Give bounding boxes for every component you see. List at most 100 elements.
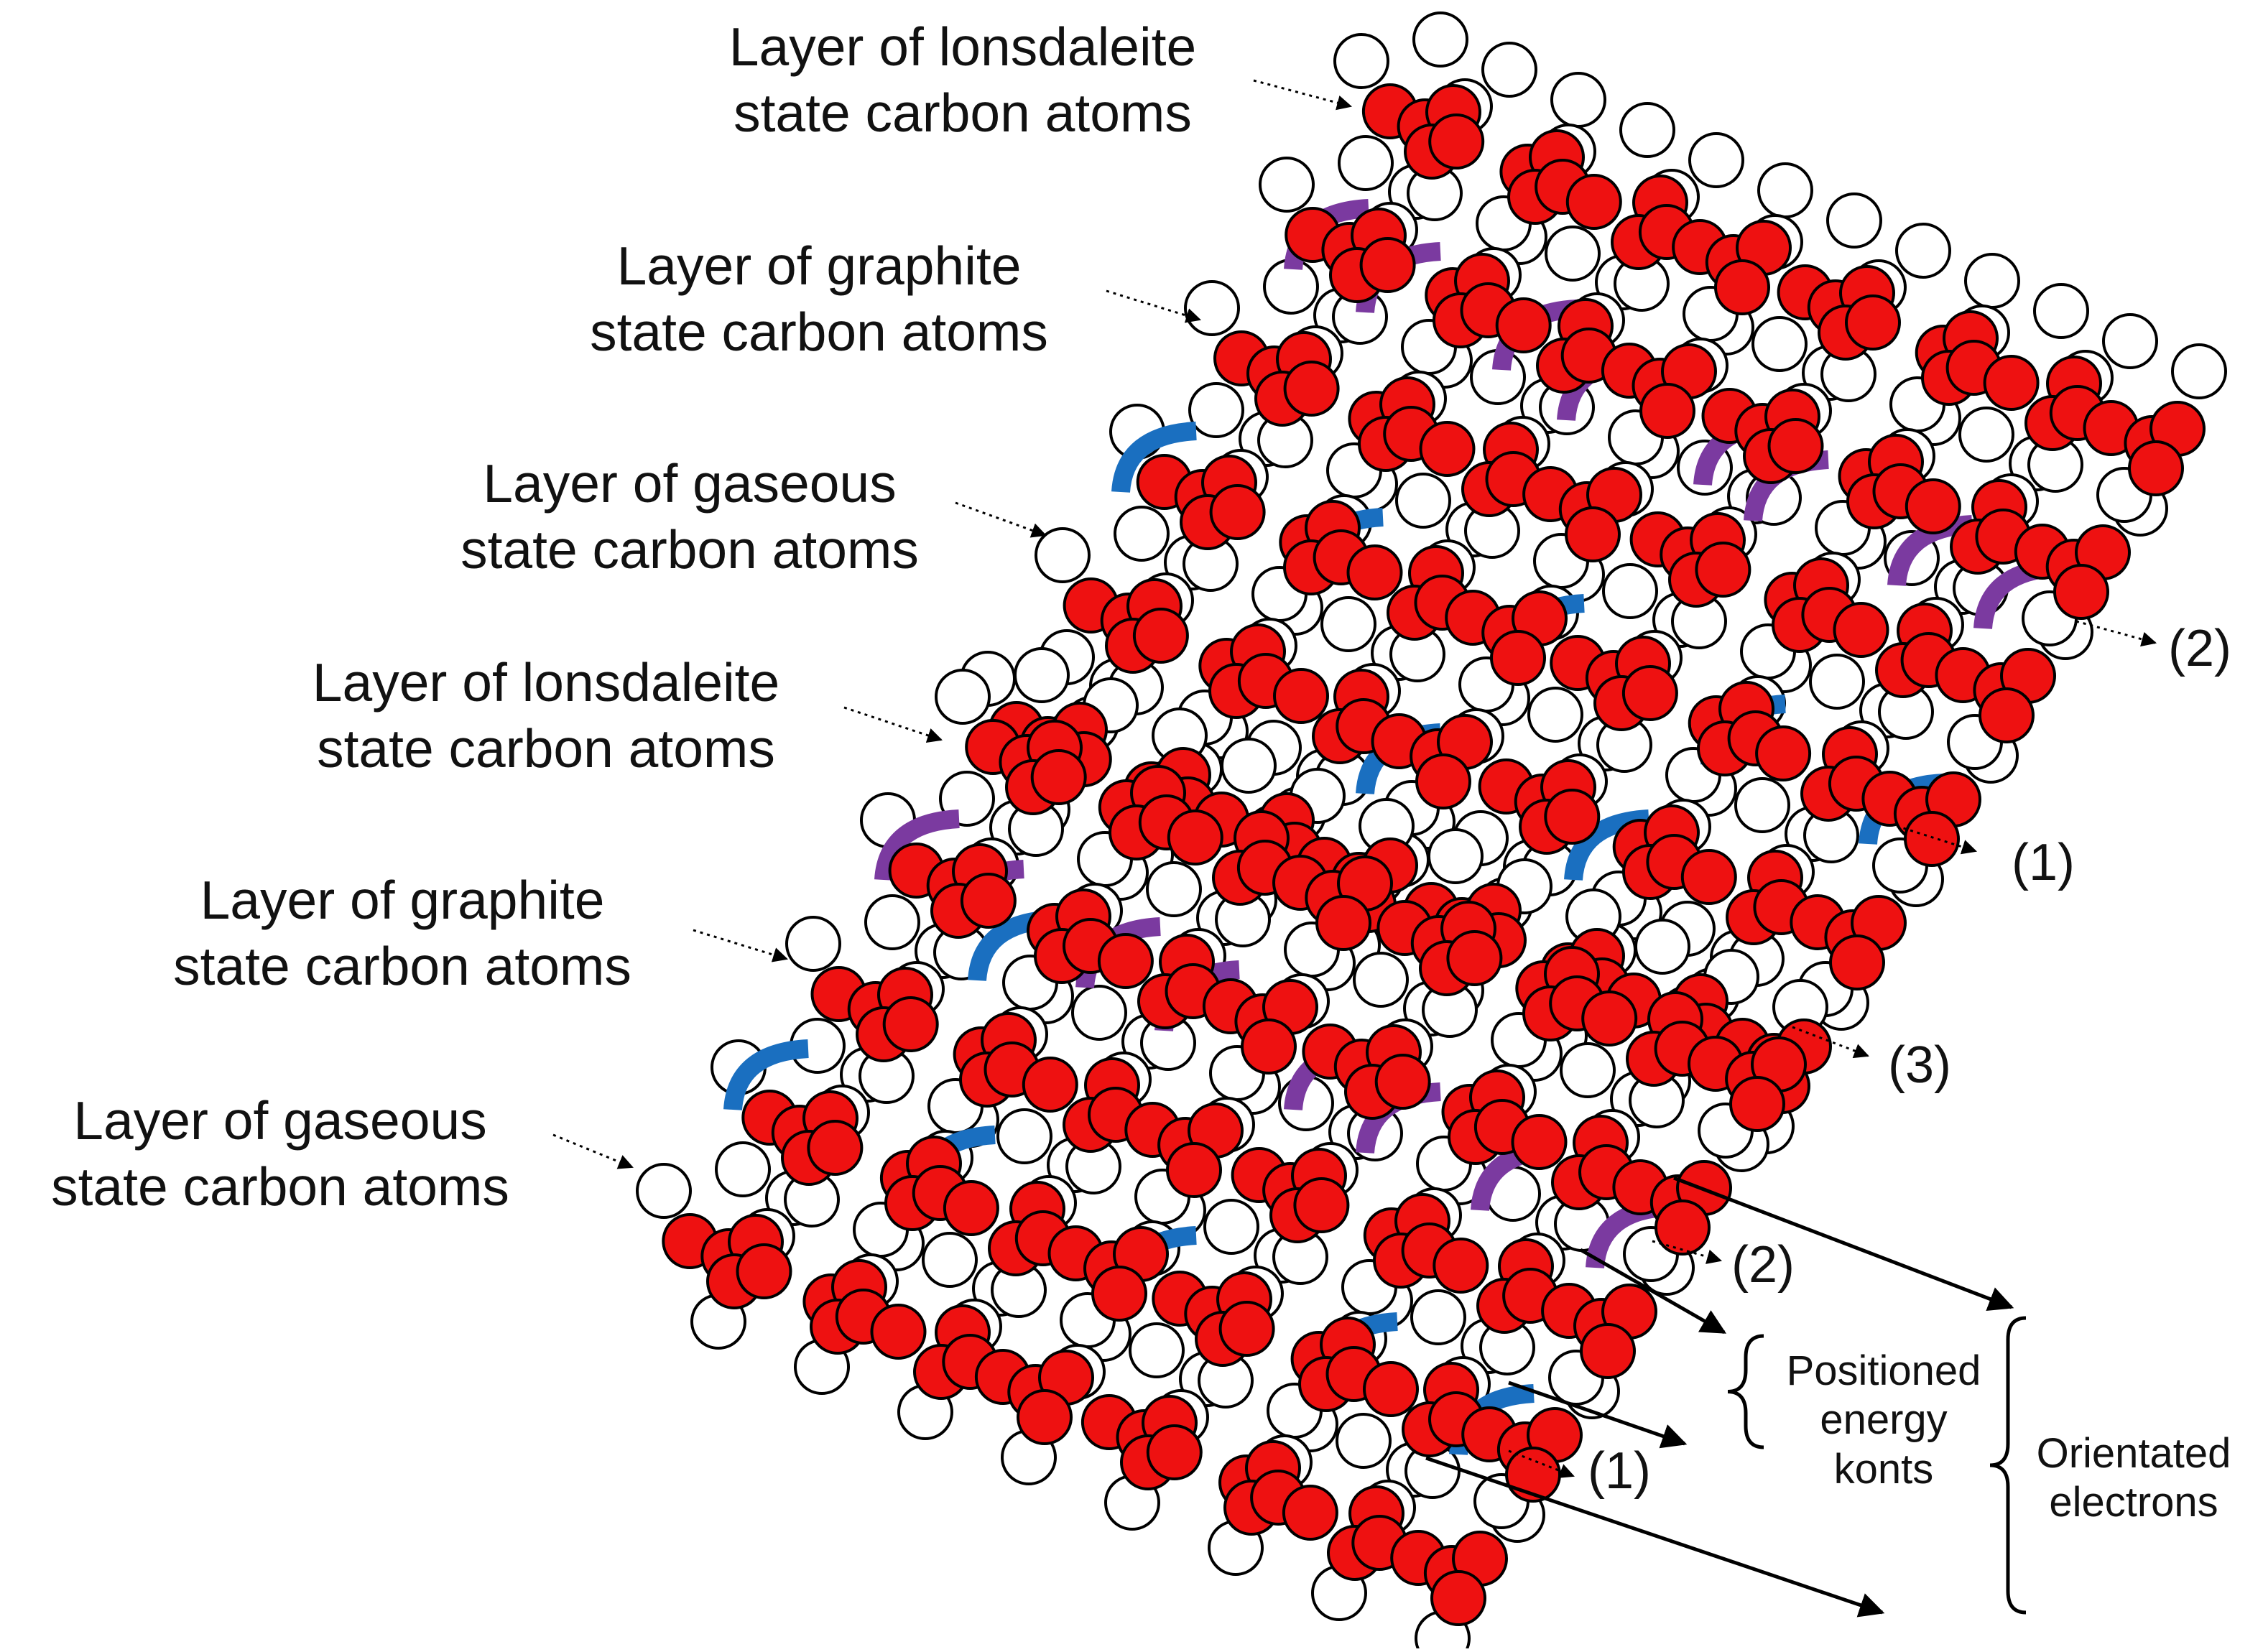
layer-pointer-arrow — [1253, 79, 1353, 111]
empty-carbon-atom — [996, 1108, 1052, 1164]
empty-carbon-atom — [1958, 407, 2014, 463]
layer-pointer-arrow — [843, 706, 943, 743]
empty-carbon-atom — [1353, 952, 1409, 1008]
empty-carbon-atom — [1545, 226, 1601, 282]
empty-carbon-atom — [935, 669, 991, 725]
electron-arrow — [1673, 1176, 2014, 1312]
layer-label-line: Layer of gaseous — [483, 453, 897, 514]
empty-carbon-atom — [1320, 596, 1376, 652]
empty-carbon-atom — [1221, 738, 1277, 794]
orientated-electrons-label: Orientated electrons — [2012, 1429, 2256, 1528]
filled-carbon-atom — [1845, 294, 1901, 351]
layer-pointer-arrow — [955, 501, 1047, 538]
empty-carbon-atom — [1146, 861, 1202, 917]
layer-label-line: state carbon atoms — [173, 935, 631, 996]
brace-label-line: energy — [1820, 1396, 1948, 1444]
empty-carbon-atom — [1826, 192, 1882, 249]
filled-carbon-atom — [1580, 1323, 1636, 1379]
filled-atom-layer — [662, 83, 2206, 1626]
empty-carbon-atom — [1751, 316, 1808, 372]
blue-bond-arc — [723, 1039, 809, 1111]
empty-carbon-atom — [1527, 687, 1583, 743]
filled-carbon-atom — [2053, 564, 2109, 620]
filled-carbon-atom — [1315, 895, 1371, 951]
filled-carbon-atom — [1755, 725, 1812, 781]
filled-carbon-atom — [1695, 542, 1751, 598]
brace-label-line: konts — [1833, 1445, 1934, 1493]
filled-carbon-atom — [1241, 1018, 1297, 1075]
empty-carbon-atom — [1427, 828, 1484, 884]
filled-carbon-atom — [1017, 1389, 1073, 1445]
layer-label-line: Layer of graphite — [616, 236, 1022, 296]
filled-carbon-atom — [1446, 930, 1503, 986]
filled-carbon-atom — [1565, 174, 1622, 230]
positioned-energy-knots-label: Positioned energy konts — [1754, 1347, 2013, 1494]
filled-carbon-atom — [2128, 440, 2184, 496]
knot-arrow — [1508, 1380, 1688, 1449]
filled-carbon-atom — [1030, 749, 1087, 805]
empty-carbon-atom — [2171, 343, 2227, 399]
empty-carbon-atom — [1757, 162, 1813, 218]
empty-carbon-atom — [1395, 473, 1451, 529]
filled-carbon-atom — [1132, 608, 1189, 664]
empty-carbon-atom — [1619, 102, 1675, 158]
filled-carbon-atom — [1904, 811, 1960, 867]
filled-carbon-atom — [1490, 630, 1546, 686]
filled-carbon-atom — [1729, 1076, 1785, 1132]
filled-carbon-atom — [1511, 1114, 1568, 1170]
layer-pointer-arrow — [693, 929, 789, 962]
empty-carbon-atom — [922, 1232, 978, 1288]
number-pointer-arrow — [1508, 1449, 1575, 1478]
filled-carbon-atom — [1415, 753, 1471, 809]
empty-carbon-atom — [715, 1141, 771, 1197]
filled-carbon-atom — [1218, 1301, 1275, 1357]
empty-carbon-atom — [2102, 313, 2158, 369]
empty-carbon-atom — [1336, 1413, 1392, 1469]
layer-label-line: Layer of lonsdaleite — [312, 652, 780, 713]
filled-carbon-atom — [1680, 849, 1737, 905]
filled-carbon-atom — [1363, 1361, 1419, 1417]
filled-carbon-atom — [1428, 113, 1485, 170]
arrow-layer — [552, 79, 2157, 1618]
empty-carbon-atom — [1035, 527, 1091, 583]
empty-carbon-atom — [864, 894, 920, 950]
empty-carbon-atom — [1412, 11, 1468, 68]
layer-label-lonsdaleite-top: Layer of lonsdaleite state carbon atoms — [690, 14, 1236, 146]
filled-carbon-atom — [1209, 484, 1266, 540]
filled-carbon-atom — [1430, 1570, 1486, 1626]
filled-carbon-atom — [1655, 1199, 1711, 1256]
empty-carbon-atom — [1129, 1322, 1185, 1378]
filled-carbon-atom — [1829, 934, 1885, 990]
brace-label-line: electrons — [2049, 1479, 2218, 1526]
layer-label-gaseous-top: Layer of gaseous state carbon atoms — [417, 451, 963, 583]
filled-carbon-atom — [1495, 297, 1552, 353]
empty-carbon-atom — [1895, 223, 1951, 279]
empty-carbon-atom — [1071, 985, 1127, 1041]
layer-label-lonsdaleite-bottom: Layer of lonsdaleite state carbon atoms — [273, 650, 819, 781]
filled-carbon-atom — [1293, 1177, 1350, 1233]
layer-label-line: state carbon atoms — [733, 82, 1192, 143]
empty-carbon-atom — [1560, 1042, 1616, 1098]
filled-carbon-atom — [882, 996, 939, 1052]
filled-carbon-atom — [1346, 544, 1403, 600]
layer-label-line: state carbon atoms — [317, 718, 775, 779]
layer-label-line: Layer of graphite — [200, 870, 605, 930]
filled-carbon-atom — [960, 873, 1017, 929]
empty-carbon-atom — [1184, 280, 1240, 336]
filled-carbon-atom — [1767, 418, 1824, 474]
filled-carbon-atom — [1979, 687, 2035, 743]
empty-carbon-atom — [1259, 157, 1315, 213]
brace-layer — [1727, 1316, 2027, 1615]
filled-carbon-atom — [1359, 237, 1416, 293]
filled-carbon-atom — [1983, 355, 2040, 411]
filled-carbon-atom — [1581, 990, 1638, 1047]
empty-carbon-atom — [1550, 72, 1606, 128]
layer-label-line: state carbon atoms — [590, 301, 1048, 362]
empty-carbon-atom — [1634, 919, 1690, 975]
layer-label-graphite-bottom: Layer of graphite state carbon atoms — [129, 868, 675, 999]
positioned-knots-brace — [1727, 1334, 1764, 1449]
number-pointer-arrow — [1792, 1026, 1869, 1059]
filled-carbon-atom — [1091, 1266, 1147, 1322]
